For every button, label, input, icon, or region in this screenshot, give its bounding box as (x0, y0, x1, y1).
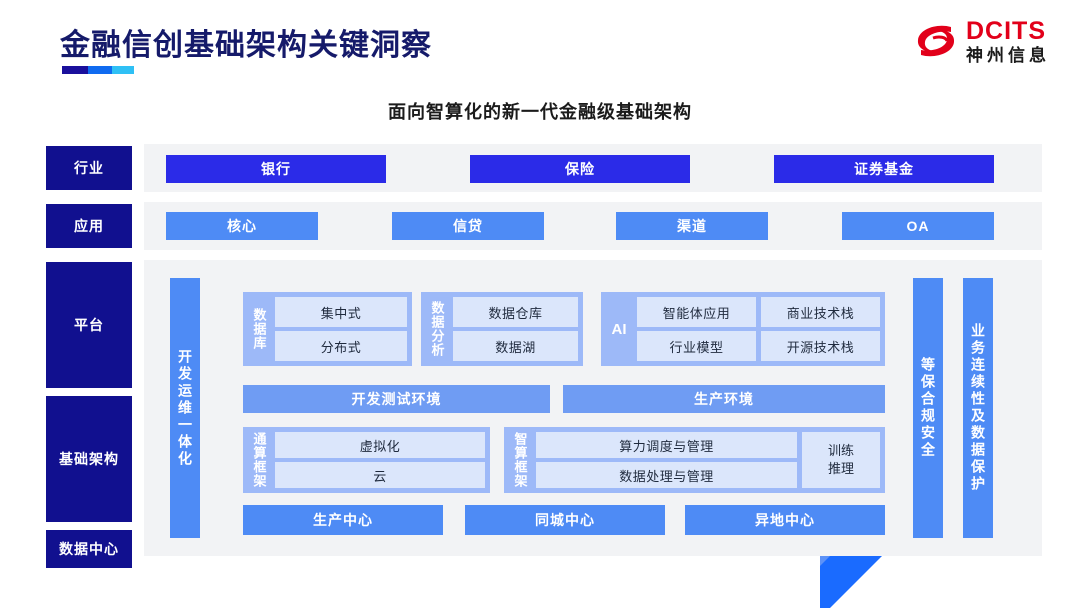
brand-logo: DCITS 神州信息 (913, 18, 1050, 64)
accent-segment-cyan (112, 66, 134, 74)
page-title: 金融信创基础架构关键洞察 (60, 29, 432, 62)
right-bar-business-continuity[interactable]: 业务连续性及数据保护 (963, 278, 993, 538)
devops-vertical-bar[interactable]: 开发运维一体化 (170, 278, 200, 538)
env-dev-test[interactable]: 开发测试环境 (243, 385, 550, 413)
group-general-computing-framework: 通算框架 虚拟化 云 (243, 427, 490, 493)
group-data-analysis: 数据分析 数据仓库 数据湖 (421, 292, 583, 366)
accent-segment-navy (62, 66, 88, 74)
right-bar-compliance-security[interactable]: 等保合规安全 (913, 278, 943, 538)
cell-centralized[interactable]: 集中式 (275, 297, 407, 327)
industry-item-insurance[interactable]: 保险 (470, 155, 690, 183)
sidebar-item-platform[interactable]: 平台 (46, 262, 132, 388)
group-intelligent-computing-framework: 智算框架 算力调度与管理 数据处理与管理 训练 推理 (504, 427, 885, 493)
env-production[interactable]: 生产环境 (563, 385, 885, 413)
application-item-core[interactable]: 核心 (166, 212, 318, 240)
sidebar-item-industry[interactable]: 行业 (46, 146, 132, 190)
sidebar-item-application[interactable]: 应用 (46, 204, 132, 248)
accent-segment-blue (88, 66, 112, 74)
cell-cloud[interactable]: 云 (275, 462, 485, 488)
logo-wordmark: DCITS 神州信息 (966, 16, 1050, 65)
application-item-oa[interactable]: OA (842, 212, 994, 240)
page-subtitle: 面向智算化的新一代金融级基础架构 (388, 102, 692, 122)
logo-cn-text: 神州信息 (966, 45, 1050, 65)
cell-virtualization[interactable]: 虚拟化 (275, 432, 485, 458)
datacenter-production[interactable]: 生产中心 (243, 505, 443, 535)
cell-commercial-stack[interactable]: 商业技术栈 (761, 297, 880, 327)
datacenter-same-city[interactable]: 同城中心 (465, 505, 665, 535)
cell-compute-scheduling[interactable]: 算力调度与管理 (536, 432, 797, 458)
group-ai-label: AI (611, 320, 627, 338)
group-data-analysis-label: 数据分析 (429, 301, 445, 357)
group-general-computing-label: 通算框架 (251, 432, 267, 488)
cell-distributed[interactable]: 分布式 (275, 331, 407, 361)
cell-data-warehouse[interactable]: 数据仓库 (453, 297, 578, 327)
application-item-credit[interactable]: 信贷 (392, 212, 544, 240)
industry-item-securities-funds[interactable]: 证券基金 (774, 155, 994, 183)
cell-opensource-stack[interactable]: 开源技术栈 (761, 331, 880, 361)
cell-agent-application[interactable]: 智能体应用 (637, 297, 756, 327)
group-database-label: 数据库 (251, 308, 267, 350)
cell-data-processing[interactable]: 数据处理与管理 (536, 462, 797, 488)
cell-train-inference[interactable]: 训练 推理 (802, 432, 880, 488)
dcits-swirl-icon (913, 18, 959, 64)
group-intelligent-computing-label: 智算框架 (512, 432, 528, 488)
sidebar-item-infrastructure[interactable]: 基础架构 (46, 396, 132, 522)
logo-en-text: DCITS (966, 16, 1046, 45)
cell-industry-model[interactable]: 行业模型 (637, 331, 756, 361)
application-item-channel[interactable]: 渠道 (616, 212, 768, 240)
group-database: 数据库 集中式 分布式 (243, 292, 412, 366)
industry-item-bank[interactable]: 银行 (166, 155, 386, 183)
title-underline-accent (62, 66, 134, 74)
sidebar-item-datacenter[interactable]: 数据中心 (46, 530, 132, 568)
group-ai: AI 智能体应用 商业技术栈 行业模型 开源技术栈 (601, 292, 885, 366)
datacenter-remote[interactable]: 异地中心 (685, 505, 885, 535)
cell-data-lake[interactable]: 数据湖 (453, 331, 578, 361)
